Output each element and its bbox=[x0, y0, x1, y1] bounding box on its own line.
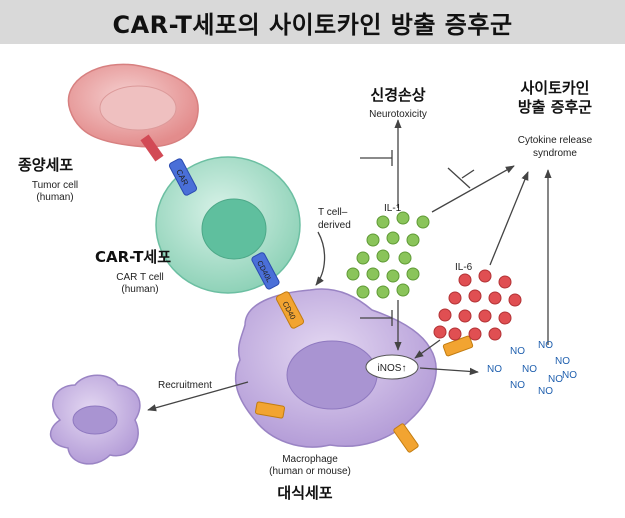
tumor-nucleus bbox=[99, 85, 177, 131]
svg-text:NO: NO bbox=[548, 374, 563, 385]
tumor-label-kr: 종양세포 bbox=[18, 156, 73, 174]
arrow-il6-inos bbox=[414, 339, 441, 359]
inhibitions bbox=[360, 150, 475, 326]
tcell-derived-2: derived bbox=[318, 220, 351, 231]
inos-label: iNOS↑ bbox=[378, 363, 407, 374]
tumor-label-en-1: Tumor cell bbox=[32, 180, 78, 191]
recruited-macrophage bbox=[49, 374, 141, 465]
recruitment-label: Recruitment bbox=[158, 380, 212, 391]
arrow-inos-no bbox=[419, 367, 479, 376]
crs-label-en-2: syndrome bbox=[533, 148, 577, 159]
tumor-stalk bbox=[140, 134, 164, 162]
title-bar: CAR-T세포의 사이토카인 방출 증후군 bbox=[0, 0, 625, 44]
cd40-receptor: CD40 bbox=[275, 291, 305, 329]
svg-text:NO: NO bbox=[510, 346, 525, 357]
inos-box: iNOS↑ bbox=[365, 354, 419, 380]
macrophage-label-en-2: (human or mouse) bbox=[269, 466, 351, 477]
arrows bbox=[147, 119, 552, 412]
macrophage-label-en-1: Macrophage bbox=[282, 454, 338, 465]
svg-text:NO: NO bbox=[510, 380, 525, 391]
cart-label-en-2: (human) bbox=[121, 284, 158, 295]
crs-label-kr-2: 방출 증후군 bbox=[518, 98, 592, 116]
inhibit-crs bbox=[447, 167, 471, 189]
tcell-derived-1: T cell– bbox=[318, 207, 348, 218]
arrow-recruitment bbox=[147, 381, 249, 412]
svg-text:NO: NO bbox=[538, 340, 553, 351]
crs-label-en-1: Cytokine release bbox=[518, 135, 593, 146]
macrophage-nucleus bbox=[286, 340, 378, 410]
neuro-label-en: Neurotoxicity bbox=[369, 109, 427, 120]
il1-dots bbox=[346, 211, 430, 299]
crs-label-kr-1: 사이토카인 bbox=[520, 79, 589, 97]
tumor-label-en-2: (human) bbox=[36, 192, 73, 203]
car-receptor-top: CAR bbox=[168, 158, 198, 196]
car-t-nucleus bbox=[201, 198, 267, 260]
svg-text:NO: NO bbox=[562, 370, 577, 381]
macrophage-label-kr: 대식세포 bbox=[277, 484, 332, 502]
tumor-cell bbox=[67, 63, 199, 162]
il6-dots bbox=[433, 269, 522, 341]
il6-label: IL-6 bbox=[455, 262, 473, 273]
cart-label-en-1: CAR T cell bbox=[116, 272, 163, 283]
svg-text:NO: NO bbox=[555, 356, 570, 367]
svg-text:NO: NO bbox=[522, 364, 537, 375]
svg-text:NO: NO bbox=[487, 364, 502, 375]
arrow-il6-crs bbox=[489, 171, 529, 266]
neuro-label-kr: 신경손상 bbox=[370, 86, 425, 104]
mac-receptor-left bbox=[254, 401, 286, 419]
macrophage-cell bbox=[234, 288, 437, 448]
cart-label-kr: CAR-T세포 bbox=[95, 248, 171, 266]
diagram-canvas: CAR CD40L CD40 iNOS bbox=[18, 63, 593, 502]
mac-receptor-bottom bbox=[393, 423, 419, 453]
il1-label: IL-1 bbox=[384, 203, 402, 214]
page-title: CAR-T세포의 사이토카인 방출 증후군 bbox=[112, 10, 513, 39]
arrow-il1-crs bbox=[431, 165, 515, 213]
svg-text:NO: NO bbox=[538, 386, 553, 397]
no-molecules: NO NO NO NO NO NO NO NO NO bbox=[487, 340, 577, 397]
arrow-tcell-derived bbox=[315, 231, 326, 286]
